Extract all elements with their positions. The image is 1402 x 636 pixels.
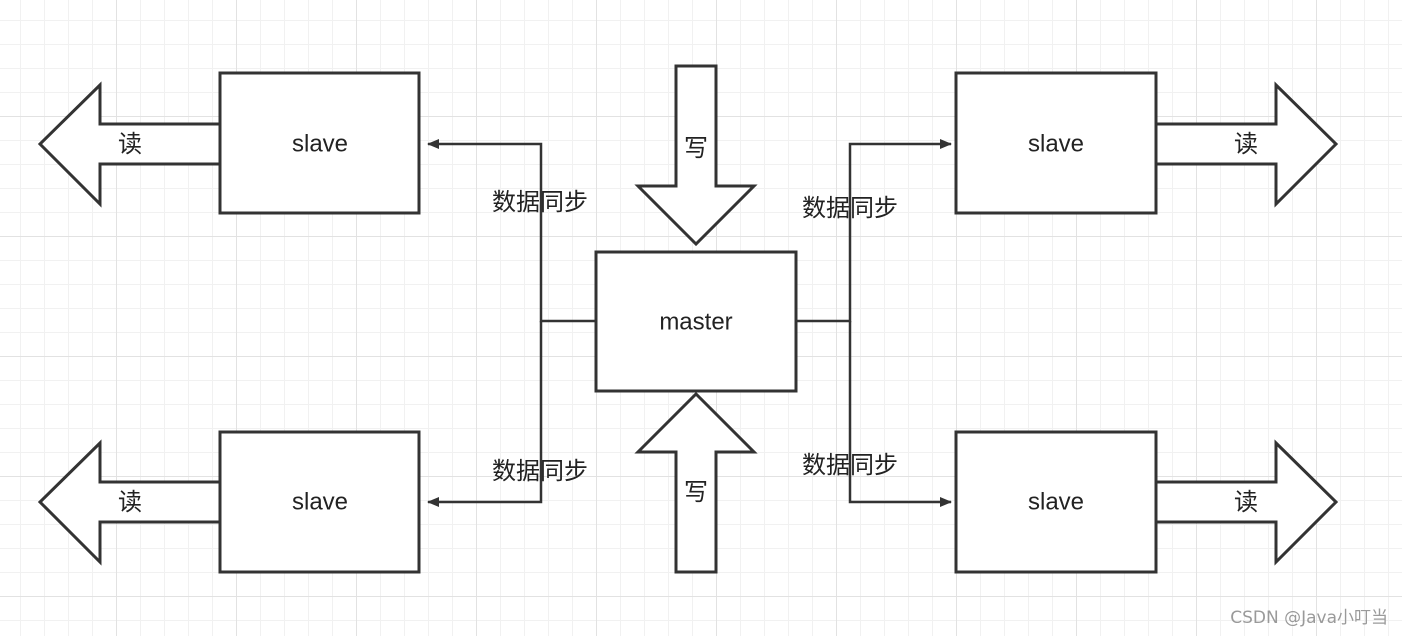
slave-node-bottom-left <box>218 430 421 574</box>
slave-label-top-right: slave <box>1028 130 1084 157</box>
read-arrow-top-left <box>37 81 222 208</box>
read-arrow-bottom-right <box>1154 439 1339 566</box>
sync-label-top-left: 数据同步 <box>492 188 588 216</box>
read-arrow-top-right <box>1154 81 1339 208</box>
slave-node-top-left <box>218 71 421 215</box>
read-label-bottom-left: 读 <box>118 488 142 516</box>
sync-edge-bottom-left <box>427 321 543 507</box>
read-arrow-bottom-left <box>37 439 222 566</box>
sync-edge-top-right <box>796 139 952 323</box>
slave-node-bottom-right <box>954 430 1158 574</box>
slave-node-top-right <box>954 71 1158 215</box>
read-label-bottom-right: 读 <box>1234 488 1258 516</box>
write-label-bottom: 写 <box>684 478 708 506</box>
read-label-top-right: 读 <box>1234 130 1258 158</box>
sync-label-bottom-right: 数据同步 <box>802 451 898 479</box>
slave-label-top-left: slave <box>292 130 348 157</box>
sync-edge-top-left <box>427 139 596 323</box>
sync-label-top-right: 数据同步 <box>802 194 898 222</box>
write-label-top: 写 <box>684 134 708 162</box>
write-arrow-bottom <box>634 391 758 574</box>
slave-label-bottom-right: slave <box>1028 488 1084 515</box>
write-arrow-top <box>634 64 758 247</box>
master-label: master <box>659 308 732 335</box>
sync-label-bottom-left: 数据同步 <box>492 457 588 485</box>
sync-edge-bottom-right <box>848 321 952 507</box>
master-node <box>594 250 798 393</box>
slave-label-bottom-left: slave <box>292 488 348 515</box>
watermark: CSDN @Java小叮当 <box>1230 608 1388 628</box>
read-label-top-left: 读 <box>118 130 142 158</box>
